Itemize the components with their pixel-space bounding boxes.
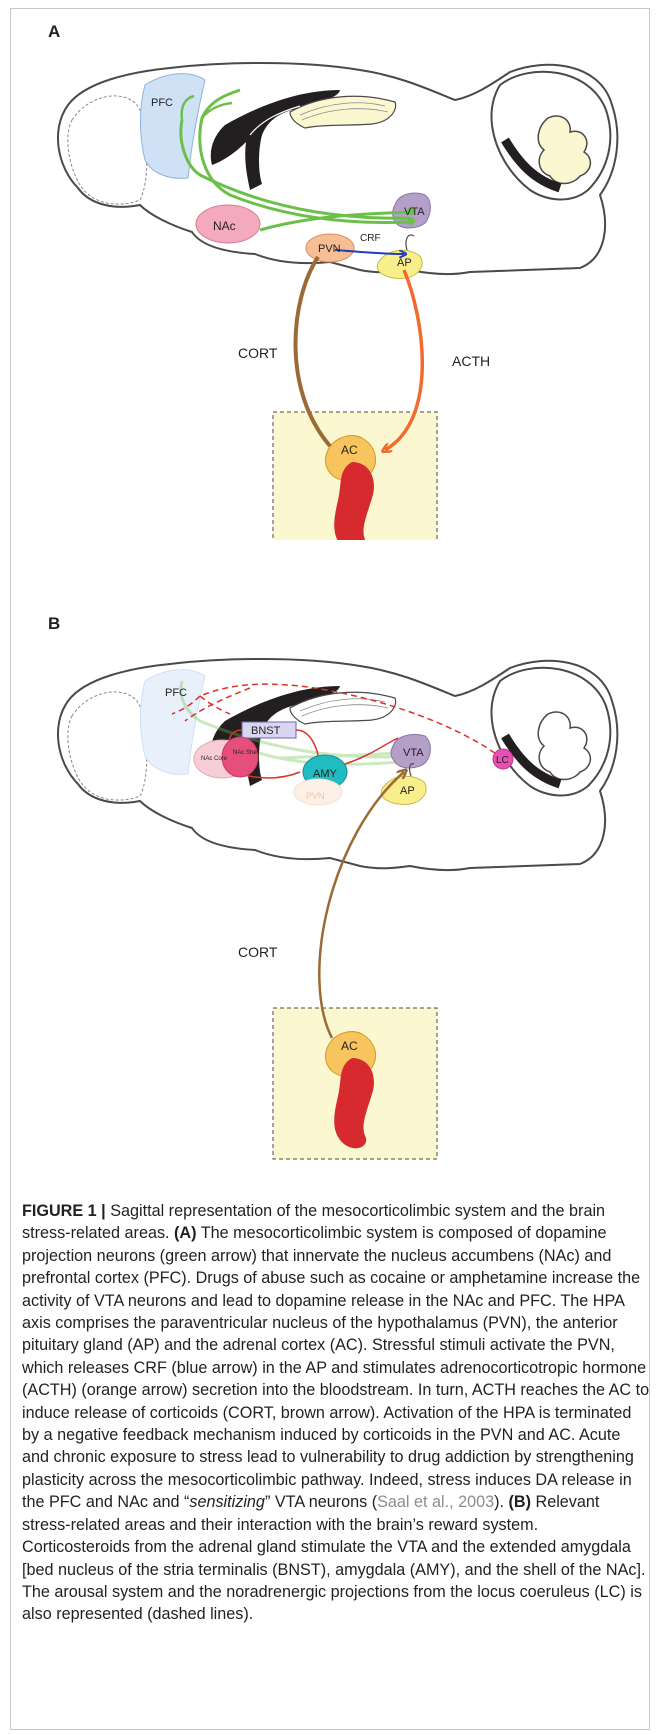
- label-nac-shell: NAc Shell: [233, 750, 259, 756]
- caption-panel-a-text-2: ” VTA neurons (: [265, 1493, 377, 1511]
- caption-figure-label: FIGURE 1 |: [22, 1202, 106, 1220]
- caption-panel-a-text-3: ).: [494, 1493, 504, 1511]
- caption-citation-link[interactable]: Saal et al., 2003: [377, 1493, 494, 1511]
- figure-caption: FIGURE 1 | Sagittal representation of th…: [22, 1200, 650, 1626]
- label-nac: NAc: [213, 219, 236, 233]
- panel-a-diagram: PFC NAc VTA PVN CRF AP CORT ACTH AC: [0, 0, 657, 540]
- label-vta: VTA: [404, 206, 425, 218]
- label-crf: CRF: [360, 233, 381, 244]
- caption-italic-term: sensitizing: [189, 1493, 265, 1511]
- caption-panel-a-text: The mesocorticolimbic system is composed…: [22, 1224, 649, 1511]
- label-pvn: PVN: [306, 791, 325, 801]
- label-ap: AP: [397, 257, 412, 269]
- label-lc: LC: [496, 755, 509, 766]
- label-ap: AP: [400, 785, 415, 797]
- caption-panel-a-marker: (A): [174, 1224, 196, 1242]
- label-cort: CORT: [238, 944, 278, 960]
- label-pfc: PFC: [165, 687, 187, 699]
- label-ac: AC: [341, 1039, 358, 1053]
- label-vta: VTA: [403, 747, 424, 759]
- label-amy: AMY: [313, 768, 338, 780]
- caption-panel-b-text: Relevant stress-related areas and their …: [22, 1493, 646, 1623]
- panel-b-diagram: PFC BNST NAc Core NAc Shell AMY VTA LC P…: [0, 596, 657, 1176]
- label-cort: CORT: [238, 345, 278, 361]
- label-ac: AC: [341, 443, 358, 457]
- label-pfc: PFC: [151, 97, 173, 109]
- label-pvn: PVN: [318, 243, 341, 255]
- caption-panel-b-marker: (B): [509, 1493, 531, 1511]
- nac-shell-region: [222, 737, 258, 777]
- label-acth: ACTH: [452, 353, 490, 369]
- label-nac-core: NAc Core: [201, 756, 228, 762]
- label-bnst: BNST: [251, 725, 281, 737]
